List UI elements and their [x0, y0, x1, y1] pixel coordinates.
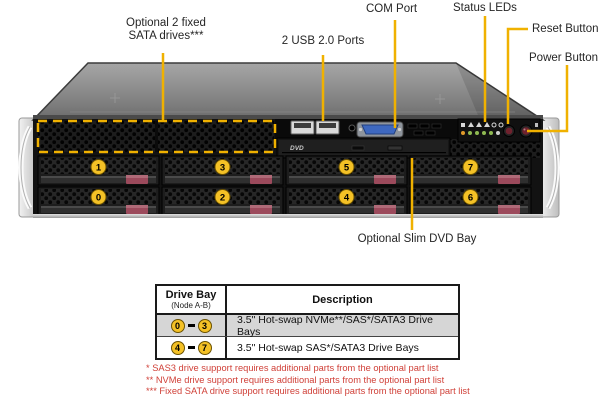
header-description-title: Description [312, 293, 373, 306]
bay-number: 5 [344, 163, 350, 174]
chassis-top [31, 62, 546, 121]
callout-line-power [527, 65, 569, 133]
bay-badge: 0 [170, 318, 185, 333]
com-port [356, 121, 404, 138]
drive-tray-4: 4 [285, 186, 408, 216]
bay-badge: 3 [197, 318, 212, 333]
footnote-nvme: ** NVMe drive support requires additiona… [146, 374, 445, 385]
dvd-logo: DVD [290, 145, 304, 152]
fixed-sata-vent-area [38, 121, 274, 152]
label-usb-ports: 2 USB 2.0 Ports [281, 35, 365, 47]
bay-number: 1 [96, 163, 102, 174]
header-node-sub: (Node A-B) [171, 301, 211, 310]
server-front-figure: DVD [18, 2, 599, 245]
chassis-bottom-edge [33, 214, 543, 218]
footnote-fixed-sata: *** Fixed SATA drive support requires ad… [146, 386, 470, 396]
footnote-sas3: * SAS3 drive support requires additional… [146, 363, 439, 373]
row-description: 3.5" Hot-swap SAS*/SATA3 Drive Bays [227, 337, 458, 358]
drive-tray-0: 0 [37, 186, 160, 216]
header-drive-bay: Drive Bay (Node A-B) [157, 286, 227, 313]
bay-number: 3 [220, 163, 225, 174]
range-dash [187, 346, 195, 349]
reset-button [503, 125, 515, 137]
table-row: 0 3 3.5" Hot-swap NVMe**/SAS*/SATA3 Driv… [157, 313, 458, 338]
server-illustration: DVD [18, 16, 569, 230]
bay-range-0-3: 0 3 [157, 315, 227, 336]
panel-mark [535, 123, 538, 127]
label-optional-sata-drives: Optional 2 fixed SATA drives*** [126, 17, 206, 42]
dvd-eject-button [387, 145, 403, 151]
label-power-button: Power Button [529, 52, 599, 64]
bay-number: 4 [344, 193, 350, 204]
bay-range-4-7: 4 7 [157, 337, 227, 358]
description-text: 3.5" Hot-swap NVMe**/SAS*/SATA3 Drive Ba… [237, 313, 433, 338]
callout-lines [161, 16, 569, 230]
status-led-icons [461, 122, 504, 128]
usb-ports [290, 120, 340, 135]
drive-tray-7: 7 [409, 155, 532, 186]
front-panel-hole [348, 124, 356, 132]
drive-tray-3: 3 [161, 155, 284, 186]
footnotes: * SAS3 drive support requires additional… [146, 363, 470, 398]
bay-badge: 4 [170, 340, 185, 355]
drive-tray-1: 1 [37, 155, 160, 186]
range-dash [187, 324, 195, 327]
label-com-port: COM Port [366, 3, 418, 15]
status-leds [461, 131, 500, 135]
header-drive-bay-title: Drive Bay [165, 289, 217, 301]
row-description: 3.5" Hot-swap NVMe**/SAS*/SATA3 Drive Ba… [227, 313, 458, 338]
right-rack-ear [539, 117, 560, 218]
callout-line-reset [506, 27, 528, 124]
bay-number: 7 [468, 163, 473, 174]
bay-badge: 7 [197, 340, 212, 355]
table-header-row: Drive Bay (Node A-B) Description [157, 286, 458, 315]
bay-number: 6 [468, 193, 473, 204]
description-text: 3.5" Hot-swap SAS*/SATA3 Drive Bays [237, 341, 419, 354]
label-status-leds: Status LEDs [453, 2, 517, 14]
io-vent-slots [407, 123, 442, 136]
header-description: Description [227, 286, 458, 313]
drive-tray-2: 2 [161, 186, 284, 216]
bay-number: 0 [96, 193, 101, 204]
drive-tray-6: 6 [409, 186, 532, 216]
label-reset-button: Reset Button [532, 23, 599, 35]
label-dvd-bay: Optional Slim DVD Bay [357, 233, 477, 245]
table-row: 4 7 3.5" Hot-swap SAS*/SATA3 Drive Bays [157, 337, 458, 358]
dvd-bay: DVD [276, 137, 451, 159]
drive-tray-5: 5 [285, 155, 408, 186]
drive-bay-table: Drive Bay (Node A-B) Description 0 3 3.5… [155, 284, 460, 360]
bay-number: 2 [220, 193, 225, 204]
